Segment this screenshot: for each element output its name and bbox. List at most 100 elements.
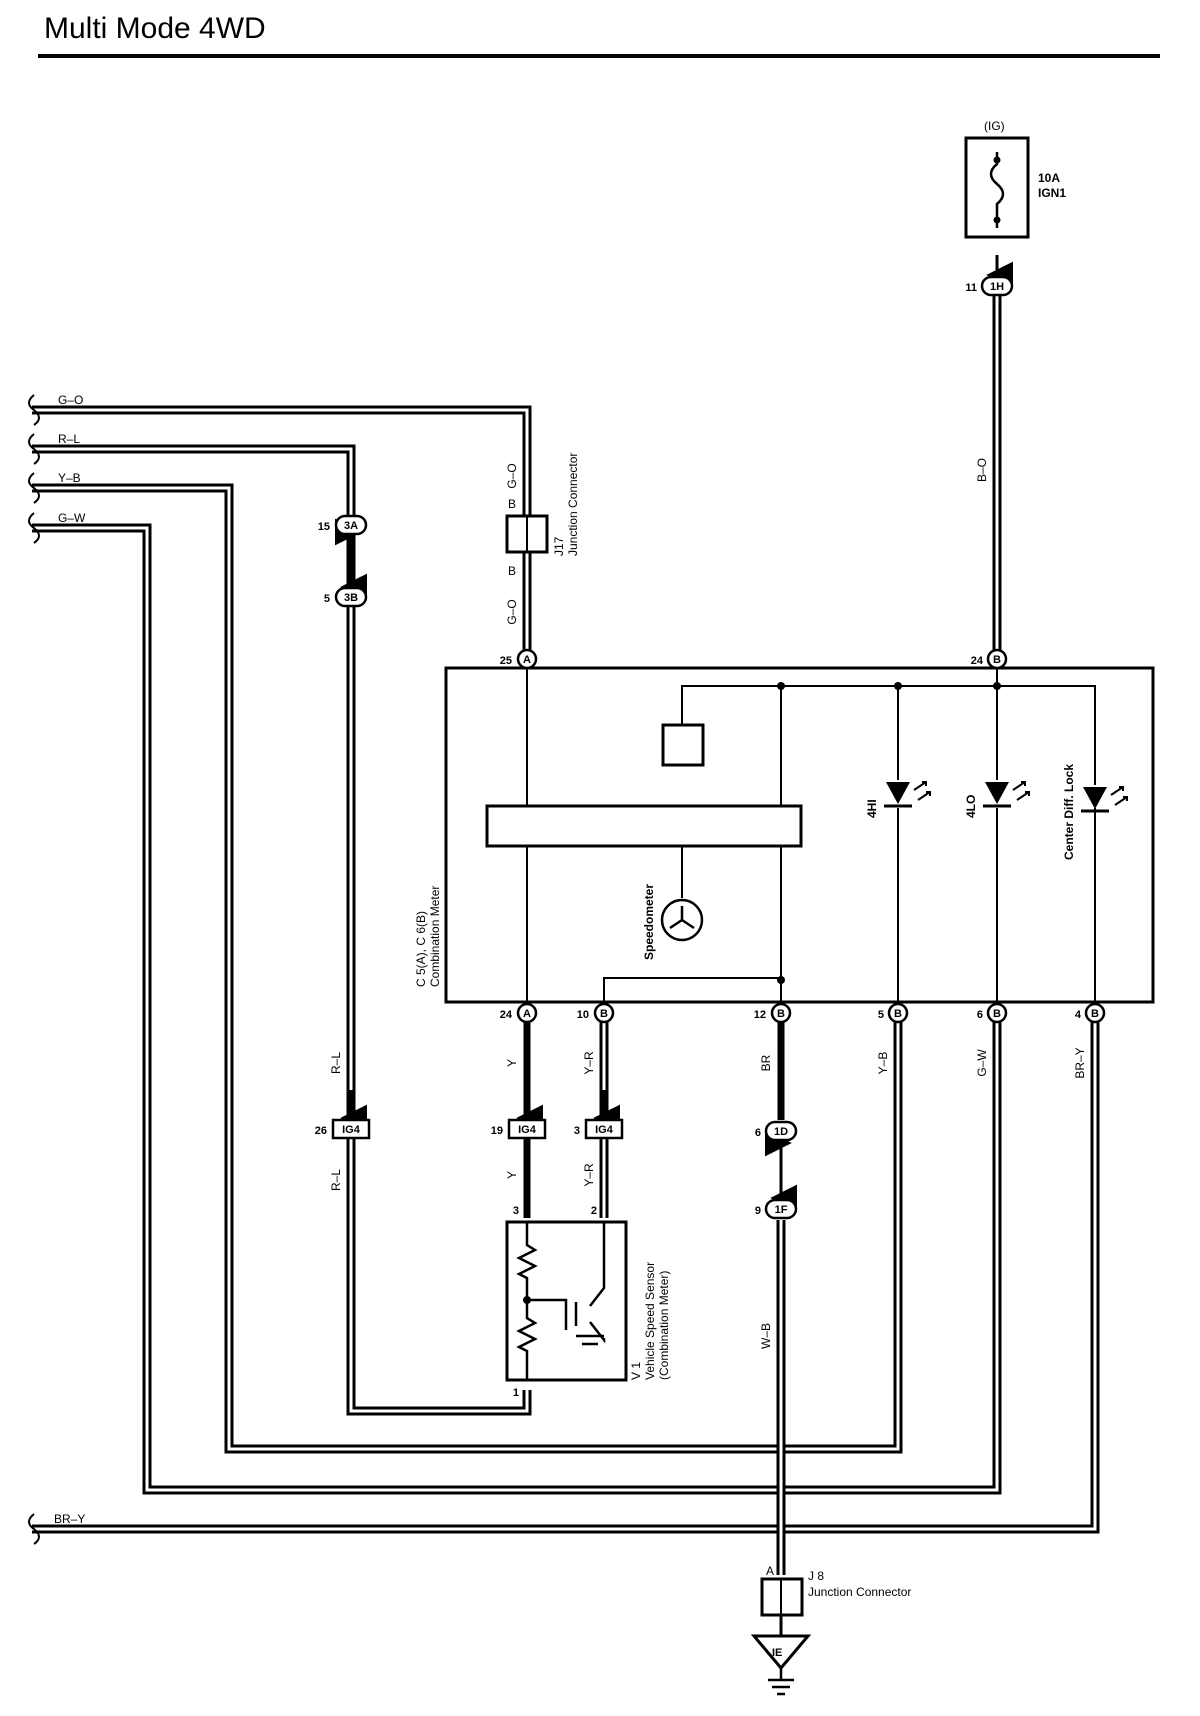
wire-label-g-w-left: G–W — [58, 511, 86, 525]
pin-9: 9 — [755, 1205, 761, 1217]
connector-1f: 1F — [764, 1198, 798, 1220]
indicator-led-4hi — [884, 781, 931, 808]
v1-sub-label: (Combination Meter) — [657, 1271, 671, 1380]
fuse-symbol — [989, 152, 1005, 228]
meter-pin-24-a-bottom: A — [516, 1002, 538, 1024]
fuse-name: IGN1 — [1038, 186, 1066, 200]
pin-5-3b: 5 — [324, 593, 330, 605]
pin-5-meter: 5 — [878, 1009, 884, 1021]
wire-label-r-l-upper: R–L — [329, 1052, 343, 1074]
svg-text:B: B — [993, 1008, 1001, 1020]
title-rule — [38, 54, 1160, 58]
wire-label-w-b: W–B — [759, 1323, 773, 1349]
pin-4-meter: 4 — [1075, 1009, 1082, 1021]
pin-24-top: 24 — [971, 655, 984, 667]
svg-text:B: B — [600, 1008, 608, 1020]
meter-pin-12-b: B — [770, 1002, 792, 1024]
pin-15: 15 — [318, 521, 330, 533]
speedometer-label: Speedometer — [642, 884, 656, 960]
meter-pin-6-b: B — [986, 1002, 1008, 1024]
svg-text:A: A — [523, 1008, 531, 1020]
v1-name-label: Vehicle Speed Sensor — [643, 1262, 657, 1380]
wire-label-b-lower: B — [508, 564, 516, 578]
power-source-label: (IG) — [984, 119, 1005, 133]
pin-1-sensor: 1 — [513, 1387, 519, 1399]
speedometer-gauge — [660, 898, 704, 942]
wire-label-r-l-lower: R–L — [329, 1169, 343, 1191]
j8-id-label: J 8 — [808, 1569, 824, 1583]
wire-label-g-o-left: G–O — [58, 393, 83, 407]
pin-26: 26 — [315, 1125, 327, 1137]
meter-ids-label: C 5(A), C 6(B) — [414, 911, 428, 987]
svg-text:IG4: IG4 — [342, 1124, 361, 1136]
wire-label-br-y-meter: BR–Y — [1073, 1047, 1087, 1078]
ground-ie-label: IE — [772, 1647, 782, 1659]
indicator-led-center-diff-lock — [1081, 786, 1128, 813]
meter-ecu-block — [661, 723, 705, 767]
connector-3a: 3A — [334, 514, 368, 536]
pin-6-meter: 6 — [977, 1009, 983, 1021]
led-4lo-label: 4LO — [964, 795, 978, 818]
wire-r-l — [32, 444, 532, 1416]
svg-text:3B: 3B — [344, 592, 358, 604]
page-title: Multi Mode 4WD — [44, 12, 266, 45]
pin-24-bottom: 24 — [500, 1009, 513, 1021]
j17-name-label: Junction Connector — [566, 453, 580, 556]
svg-text:3A: 3A — [344, 520, 358, 532]
wire-label-br-y-left: BR–Y — [54, 1512, 85, 1526]
svg-text:IG4: IG4 — [595, 1124, 614, 1136]
led-center-diff-lock-label: Center Diff. Lock — [1062, 764, 1076, 860]
svg-text:1H: 1H — [990, 281, 1004, 293]
svg-text:1D: 1D — [774, 1126, 788, 1138]
wire-label-y-upper: Y — [505, 1059, 519, 1067]
wire-y-b — [32, 483, 903, 1454]
pin-10: 10 — [577, 1009, 589, 1021]
svg-text:B: B — [1091, 1008, 1099, 1020]
harness-break-marks — [28, 394, 40, 1545]
pin-3-sensor: 3 — [513, 1205, 519, 1217]
led-4hi-label: 4HI — [865, 799, 879, 818]
connector-1d: 1D — [764, 1120, 798, 1142]
combination-meter-box — [444, 666, 1155, 1004]
connector-3b: 3B — [334, 586, 368, 608]
meter-pin-4-b: B — [1084, 1002, 1106, 1024]
wire-label-b-upper: B — [508, 497, 516, 511]
meter-pin-25-a: A — [516, 648, 538, 670]
wire-g-o — [32, 405, 532, 650]
j8-pin-label: A — [766, 1564, 774, 1578]
wire-label-y-r-upper: Y–R — [582, 1051, 596, 1075]
pin-6-1d: 6 — [755, 1127, 761, 1139]
wire-label-y-lower: Y — [505, 1171, 519, 1179]
wire-label-g-o-lower: G–O — [505, 599, 519, 624]
wire-label-r-l-left: R–L — [58, 432, 80, 446]
ground-ie-symbol — [750, 1634, 812, 1671]
indicator-led-4lo — [983, 781, 1030, 808]
wire-label-g-o-upper: G–O — [505, 463, 519, 488]
wire-br-y — [32, 1014, 1100, 1534]
pin-11: 11 — [965, 282, 977, 294]
connector-1h: 1H — [980, 275, 1014, 297]
svg-text:B: B — [777, 1008, 785, 1020]
wire-label-y-r-lower: Y–R — [582, 1163, 596, 1187]
wire-label-y-b-meter: Y–B — [876, 1052, 890, 1075]
meter-name-label: Combination Meter — [428, 886, 442, 987]
wire-label-b-o: B–O — [975, 458, 989, 482]
svg-text:IG4: IG4 — [518, 1124, 537, 1136]
connector-ig4-pin19: IG4 — [507, 1118, 547, 1140]
wire-label-g-w-meter: G–W — [975, 1049, 989, 1077]
pin-12: 12 — [754, 1009, 766, 1021]
svg-text:B: B — [894, 1008, 902, 1020]
connector-ig4-pin3: IG4 — [584, 1118, 624, 1140]
wire-label-y-b-left: Y–B — [58, 471, 81, 485]
pin-2-sensor: 2 — [591, 1205, 597, 1217]
meter-cpu-bar — [485, 804, 803, 848]
svg-text:B: B — [993, 654, 1001, 666]
meter-pin-10-b: B — [593, 1002, 615, 1024]
pin-3-ig4: 3 — [574, 1125, 580, 1137]
j17-id-label: J17 — [552, 536, 566, 556]
pin-19: 19 — [491, 1125, 503, 1137]
wire-label-br: BR — [759, 1054, 773, 1071]
wire-g-w — [32, 523, 1002, 1495]
meter-pin-5-b: B — [887, 1002, 909, 1024]
